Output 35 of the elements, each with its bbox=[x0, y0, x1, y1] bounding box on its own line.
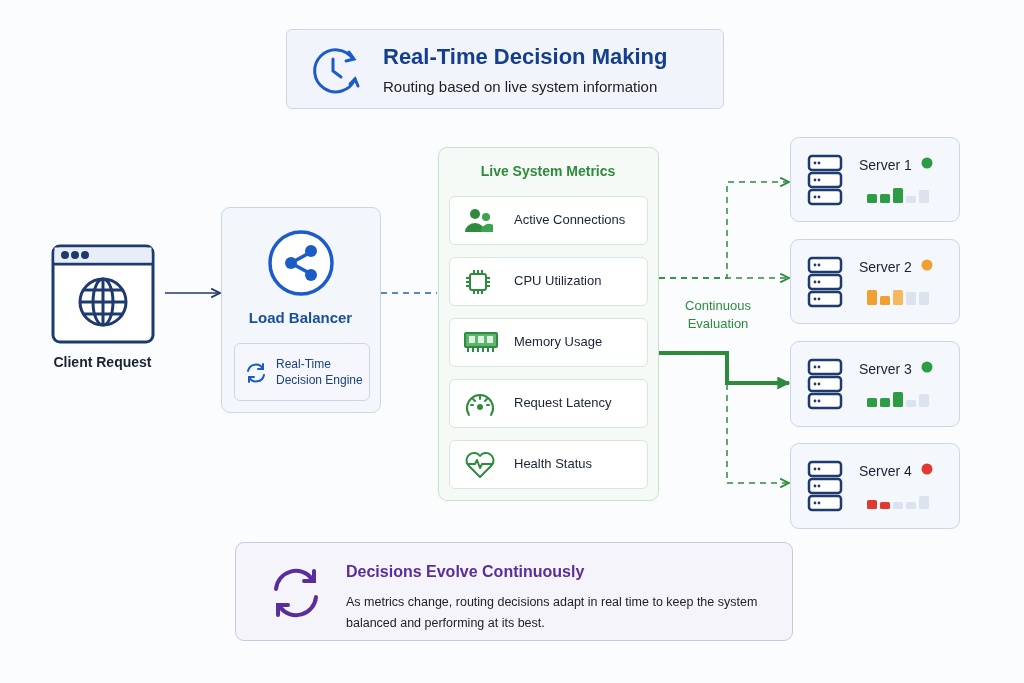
server-label: Server 4 bbox=[859, 463, 912, 479]
server-card bbox=[790, 341, 960, 427]
header-card bbox=[286, 29, 724, 109]
summary-title: Decisions Evolve Continuously bbox=[346, 563, 585, 581]
subtitle-text: Routing based on live system information bbox=[383, 78, 658, 95]
metric-row bbox=[449, 379, 648, 428]
server-label: Server 3 bbox=[859, 361, 912, 377]
metric-label: Active Connections bbox=[514, 212, 626, 227]
title-text: Real-Time Decision Making bbox=[383, 44, 668, 70]
metric-label: Health Status bbox=[514, 456, 593, 471]
server-label: Server 1 bbox=[859, 157, 912, 173]
process-box bbox=[234, 343, 370, 401]
node-label: Real-Time Decision Engine bbox=[276, 356, 364, 388]
process-box bbox=[221, 207, 381, 413]
server-card bbox=[790, 239, 960, 324]
summary-text: As metrics change, routing decisions adapt in real time to keep the system balanced and performing at its best. bbox=[346, 594, 759, 632]
server-card bbox=[790, 443, 960, 529]
node-label: Client Request bbox=[52, 354, 153, 370]
metric-label: Request Latency bbox=[514, 395, 612, 410]
metric-row bbox=[449, 440, 648, 489]
summary-card bbox=[235, 542, 793, 641]
metric-label: CPU Utilization bbox=[514, 273, 602, 288]
arrow bbox=[658, 352, 790, 489]
arrow bbox=[164, 287, 221, 299]
metric-row bbox=[449, 318, 648, 367]
arrow bbox=[658, 272, 790, 284]
metric-row bbox=[449, 196, 648, 245]
server-card bbox=[790, 137, 960, 222]
metric-label: Memory Usage bbox=[514, 334, 603, 349]
panel-title: Live System Metrics bbox=[479, 163, 617, 179]
metric-row bbox=[449, 257, 648, 306]
metrics-panel bbox=[438, 147, 659, 501]
node-label: Load Balancer bbox=[247, 309, 354, 326]
arrow bbox=[659, 351, 791, 390]
server-label: Server 2 bbox=[859, 259, 912, 275]
